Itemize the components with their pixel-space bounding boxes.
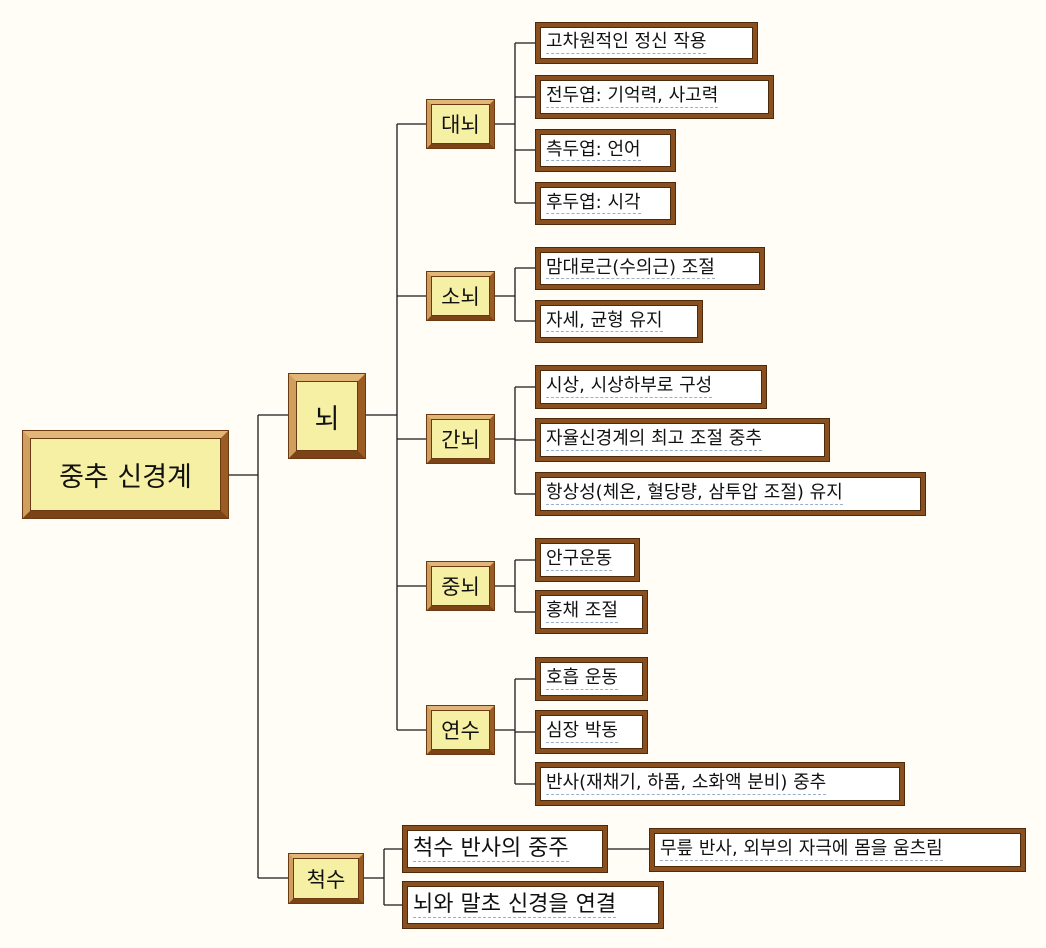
node-brain: 뇌: [288, 373, 366, 459]
node-spinal-cord: 척수: [288, 853, 364, 904]
root-label: 중추 신경계: [59, 462, 192, 493]
root-central-nervous-system: 중추 신경계: [22, 430, 229, 519]
leaf-text: 척수 반사의 중주: [413, 835, 569, 863]
leaf-text: 전두엽: 기억력, 사고력: [546, 85, 719, 108]
leaf-text: 자율신경계의 최고 조절 중추: [546, 428, 762, 451]
midbrain-label: 중뇌: [441, 575, 480, 599]
medulla-item: 호흡 운동: [535, 657, 648, 701]
medulla-item: 반사(재채기, 하품, 소화액 분비) 중추: [535, 762, 905, 806]
diencephalon-label: 간뇌: [441, 428, 480, 452]
cerebellum-item: 자세, 균형 유지: [535, 300, 703, 343]
medulla-label: 연수: [441, 719, 480, 743]
midbrain-item: 홍채 조절: [535, 590, 648, 634]
leaf-text: 시상, 시상하부로 구성: [546, 375, 713, 398]
leaf-text: 맘대로근(수의근) 조절: [546, 256, 715, 280]
leaf-text: 심장 박동: [546, 720, 618, 743]
spinal-reflex-center: 척수 반사의 중주: [402, 825, 608, 873]
diencephalon-item: 항상성(체온, 혈당량, 삼투압 조절) 유지: [535, 472, 926, 516]
cerebrum-label: 대뇌: [441, 113, 480, 137]
cerebrum-item: 후두엽: 시각: [535, 182, 676, 225]
spinal-connection: 뇌와 말초 신경을 연결: [402, 881, 664, 929]
leaf-text: 항상성(체온, 혈당량, 삼투압 조절) 유지: [546, 482, 843, 505]
node-midbrain: 중뇌: [426, 561, 495, 611]
leaf-text: 안구운동: [546, 548, 613, 571]
node-cerebrum: 대뇌: [426, 99, 495, 149]
leaf-text: 측두엽: 언어: [546, 138, 641, 162]
node-diencephalon: 간뇌: [426, 414, 495, 464]
leaf-text: 호흡 운동: [546, 667, 618, 690]
diencephalon-item: 시상, 시상하부로 구성: [535, 365, 767, 409]
cerebellum-item: 맘대로근(수의근) 조절: [535, 247, 765, 290]
leaf-text: 반사(재채기, 하품, 소화액 분비) 중추: [546, 772, 827, 795]
spinal-cord-label: 척수: [306, 867, 346, 892]
leaf-text: 자세, 균형 유지: [546, 309, 663, 333]
brain-label: 뇌: [314, 403, 340, 435]
leaf-text: 후두엽: 시각: [546, 191, 641, 215]
leaf-text: 홍채 조절: [546, 600, 618, 623]
diencephalon-item: 자율신경계의 최고 조절 중추: [535, 418, 830, 462]
leaf-text: 뇌와 말초 신경을 연결: [413, 891, 617, 919]
node-cerebellum: 소뇌: [426, 271, 495, 321]
medulla-item: 심장 박동: [535, 710, 648, 754]
cerebrum-item: 고차원적인 정신 작용: [535, 22, 758, 64]
spinal-reflex-detail: 무릎 반사, 외부의 자극에 몸을 움츠림: [649, 828, 1026, 872]
cerebellum-label: 소뇌: [441, 285, 480, 309]
cerebrum-item: 전두엽: 기억력, 사고력: [535, 75, 774, 119]
midbrain-item: 안구운동: [535, 538, 640, 582]
leaf-text: 무릎 반사, 외부의 자극에 몸을 움츠림: [660, 838, 943, 861]
leaf-text: 고차원적인 정신 작용: [546, 31, 707, 54]
node-medulla: 연수: [426, 705, 495, 755]
cerebrum-item: 측두엽: 언어: [535, 129, 676, 172]
